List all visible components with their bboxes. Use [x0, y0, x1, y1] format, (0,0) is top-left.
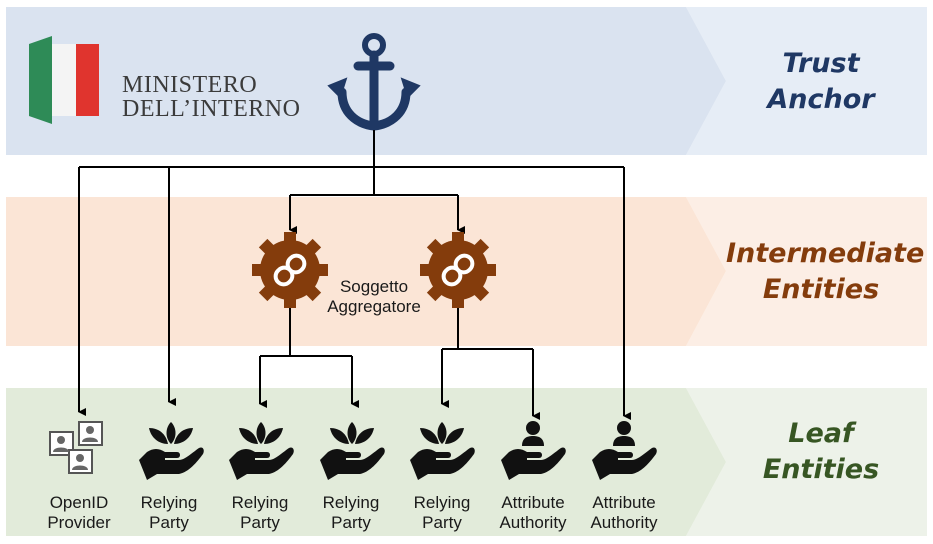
italian-flag-icon: [29, 36, 99, 124]
level-title-trust-anchor: Trust Anchor: [726, 46, 916, 118]
connector-lines: [78, 130, 631, 420]
leaf-label-attribute-authority: Attribute Authority: [488, 493, 578, 533]
leaf-label-line1: Attribute: [501, 493, 565, 512]
level-title-intermediate: Intermediate Entities: [726, 236, 925, 308]
logo-text-line2: DELL’INTERNO: [122, 96, 301, 122]
leaf-label-line1: OpenID: [49, 493, 109, 512]
aggregator-label-line1: Soggetto: [339, 277, 409, 296]
leaf-label-line1: Relying: [231, 493, 289, 512]
level-title-line1: Intermediate: [726, 238, 925, 269]
leaf-label-relying-party: Relying Party: [215, 493, 305, 533]
leaf-label-line1: Relying: [140, 493, 198, 512]
aggregator-label: Soggetto Aggregatore: [314, 277, 434, 317]
aggregator-label-line2: Aggregatore: [327, 297, 421, 316]
leaf-label-line2: Party: [422, 513, 462, 532]
level-title-line1: Leaf: [788, 418, 854, 449]
leaf-label-line2: Authority: [499, 513, 567, 532]
level-title-line2: Anchor: [767, 84, 875, 115]
leaf-label-line2: Provider: [47, 513, 111, 532]
level-title-line2: Entities: [762, 274, 880, 305]
anchor-icon: [327, 33, 421, 131]
level-title-line2: Entities: [762, 454, 880, 485]
leaf-label-line2: Party: [149, 513, 189, 532]
leaf-label-relying-party: Relying Party: [397, 493, 487, 533]
band-trust-anchor: [6, 7, 927, 155]
level-title-leaf: Leaf Entities: [726, 416, 916, 488]
leaf-label-line1: Relying: [322, 493, 380, 512]
leaf-label-attribute-authority: Attribute Authority: [579, 493, 669, 533]
openid-provider-icon: [49, 421, 103, 474]
logo-text-line1: MINISTERO: [122, 72, 258, 98]
leaf-label-line2: Party: [240, 513, 280, 532]
leaf-label-line1: Attribute: [592, 493, 656, 512]
leaf-label-line2: Party: [331, 513, 371, 532]
level-title-line1: Trust: [782, 48, 860, 79]
leaf-label-openid-provider: OpenID Provider: [34, 493, 124, 533]
leaf-label-relying-party: Relying Party: [306, 493, 396, 533]
leaf-label-relying-party: Relying Party: [124, 493, 214, 533]
leaf-label-line1: Relying: [413, 493, 471, 512]
band-intermediate-entities: [6, 197, 927, 346]
leaf-label-line2: Authority: [590, 513, 658, 532]
